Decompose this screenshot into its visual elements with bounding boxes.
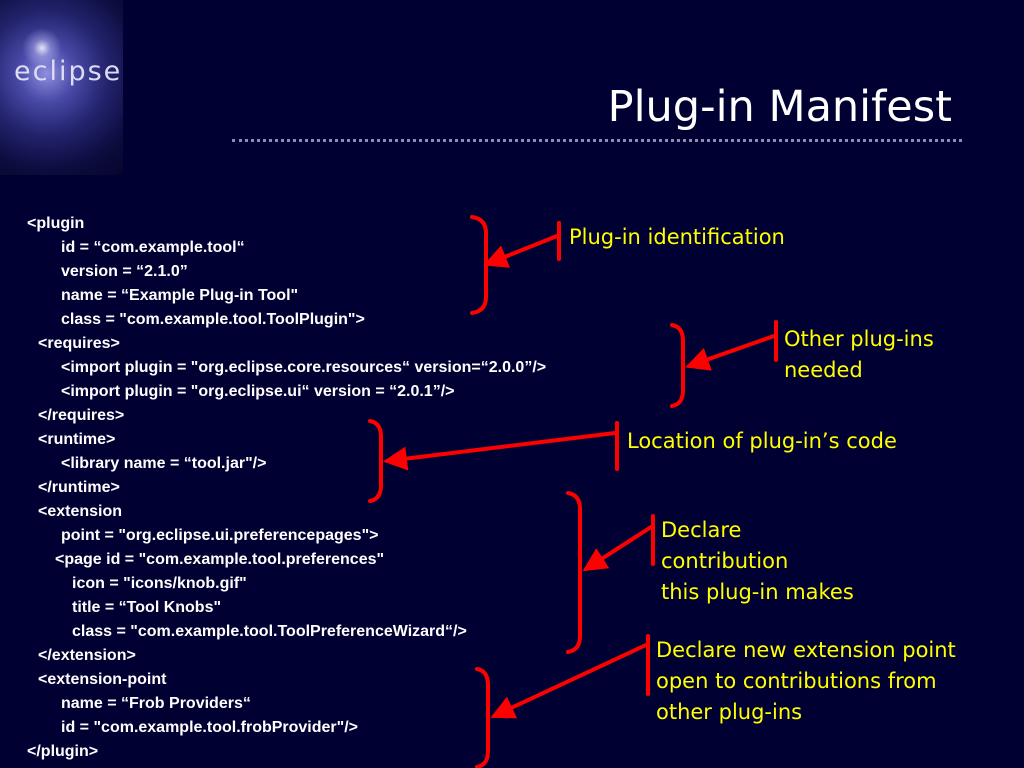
code-line: </runtime> bbox=[38, 479, 120, 496]
code-line: name = “Example Plug-in Tool" bbox=[61, 287, 299, 304]
code-line: <requires> bbox=[38, 335, 120, 352]
code-line: version = “2.1.0” bbox=[61, 263, 188, 280]
annotation-code-location: Location of plug-in’s code bbox=[627, 426, 897, 457]
code-line: title = “Tool Knobs" bbox=[72, 599, 222, 616]
bracket-plugin-identification bbox=[470, 215, 488, 315]
bracket-requires bbox=[670, 323, 685, 408]
code-line: </extension> bbox=[38, 647, 136, 664]
callout-arrow-extension bbox=[582, 525, 653, 572]
annotation-line: Other plug-ins bbox=[784, 327, 934, 351]
callout-arrow-requires bbox=[685, 334, 776, 371]
code-line: icon = "icons/knob.gif" bbox=[72, 575, 247, 592]
annotation-new-extension-point: Declare new extension point open to cont… bbox=[656, 635, 956, 728]
eclipse-flare-icon bbox=[22, 28, 62, 68]
title-dotted-rule bbox=[232, 139, 962, 142]
callout-arrow-extension-point bbox=[490, 643, 648, 719]
annotation-other-plugins-needed: Other plug-ins needed bbox=[784, 324, 934, 386]
code-line: id = “com.example.tool“ bbox=[61, 239, 245, 256]
annotation-line: Declare bbox=[661, 518, 742, 542]
code-line: class = "com.example.tool.ToolPreference… bbox=[72, 623, 467, 640]
code-line: <library name = “tool.jar"/> bbox=[61, 455, 267, 472]
code-line: name = “Frob Providers“ bbox=[61, 695, 251, 712]
annotation-line: Declare new extension point bbox=[656, 638, 956, 662]
eclipse-logo: eclipse bbox=[0, 0, 123, 175]
annotation-line: this plug-in makes bbox=[661, 580, 854, 604]
code-line: </requires> bbox=[38, 407, 125, 424]
callout-arrow-plugin-identification bbox=[483, 234, 559, 268]
bracket-extension-point bbox=[475, 667, 490, 768]
annotation-line: other plug-ins bbox=[656, 700, 803, 724]
annotation-line: needed bbox=[784, 358, 863, 382]
annotation-line: open to contributions from bbox=[656, 669, 937, 693]
annotation-declare-contribution: Declare contribution this plug-in makes bbox=[661, 515, 854, 608]
callout-arrow-runtime bbox=[383, 431, 617, 471]
code-line: <page id = "com.example.tool.preferences… bbox=[55, 551, 385, 568]
bracket-extension bbox=[566, 491, 582, 654]
code-line: <import plugin = "org.eclipse.core.resou… bbox=[61, 359, 547, 376]
annotation-line: Location of plug-in’s code bbox=[627, 429, 897, 453]
eclipse-logo-text: eclipse bbox=[14, 56, 123, 87]
annotation-line: contribution bbox=[661, 549, 789, 573]
code-line: id = "com.example.tool.frobProvider"/> bbox=[61, 719, 359, 736]
code-line: point = "org.eclipse.ui.preferencepages"… bbox=[61, 527, 379, 544]
code-line: </plugin> bbox=[27, 743, 99, 760]
annotation-line: Plug-in identification bbox=[569, 225, 785, 249]
code-line: <import plugin = "org.eclipse.ui“ versio… bbox=[61, 383, 455, 400]
code-line: <plugin bbox=[27, 215, 85, 232]
code-line: class = "com.example.tool.ToolPlugin"> bbox=[61, 311, 365, 328]
slide-title: Plug-in Manifest bbox=[607, 82, 952, 132]
code-line: <extension-point bbox=[38, 671, 167, 688]
code-line: <runtime> bbox=[38, 431, 116, 448]
code-line: <extension bbox=[38, 503, 123, 520]
bracket-runtime bbox=[368, 419, 383, 503]
annotation-plugin-identification: Plug-in identification bbox=[569, 222, 785, 253]
